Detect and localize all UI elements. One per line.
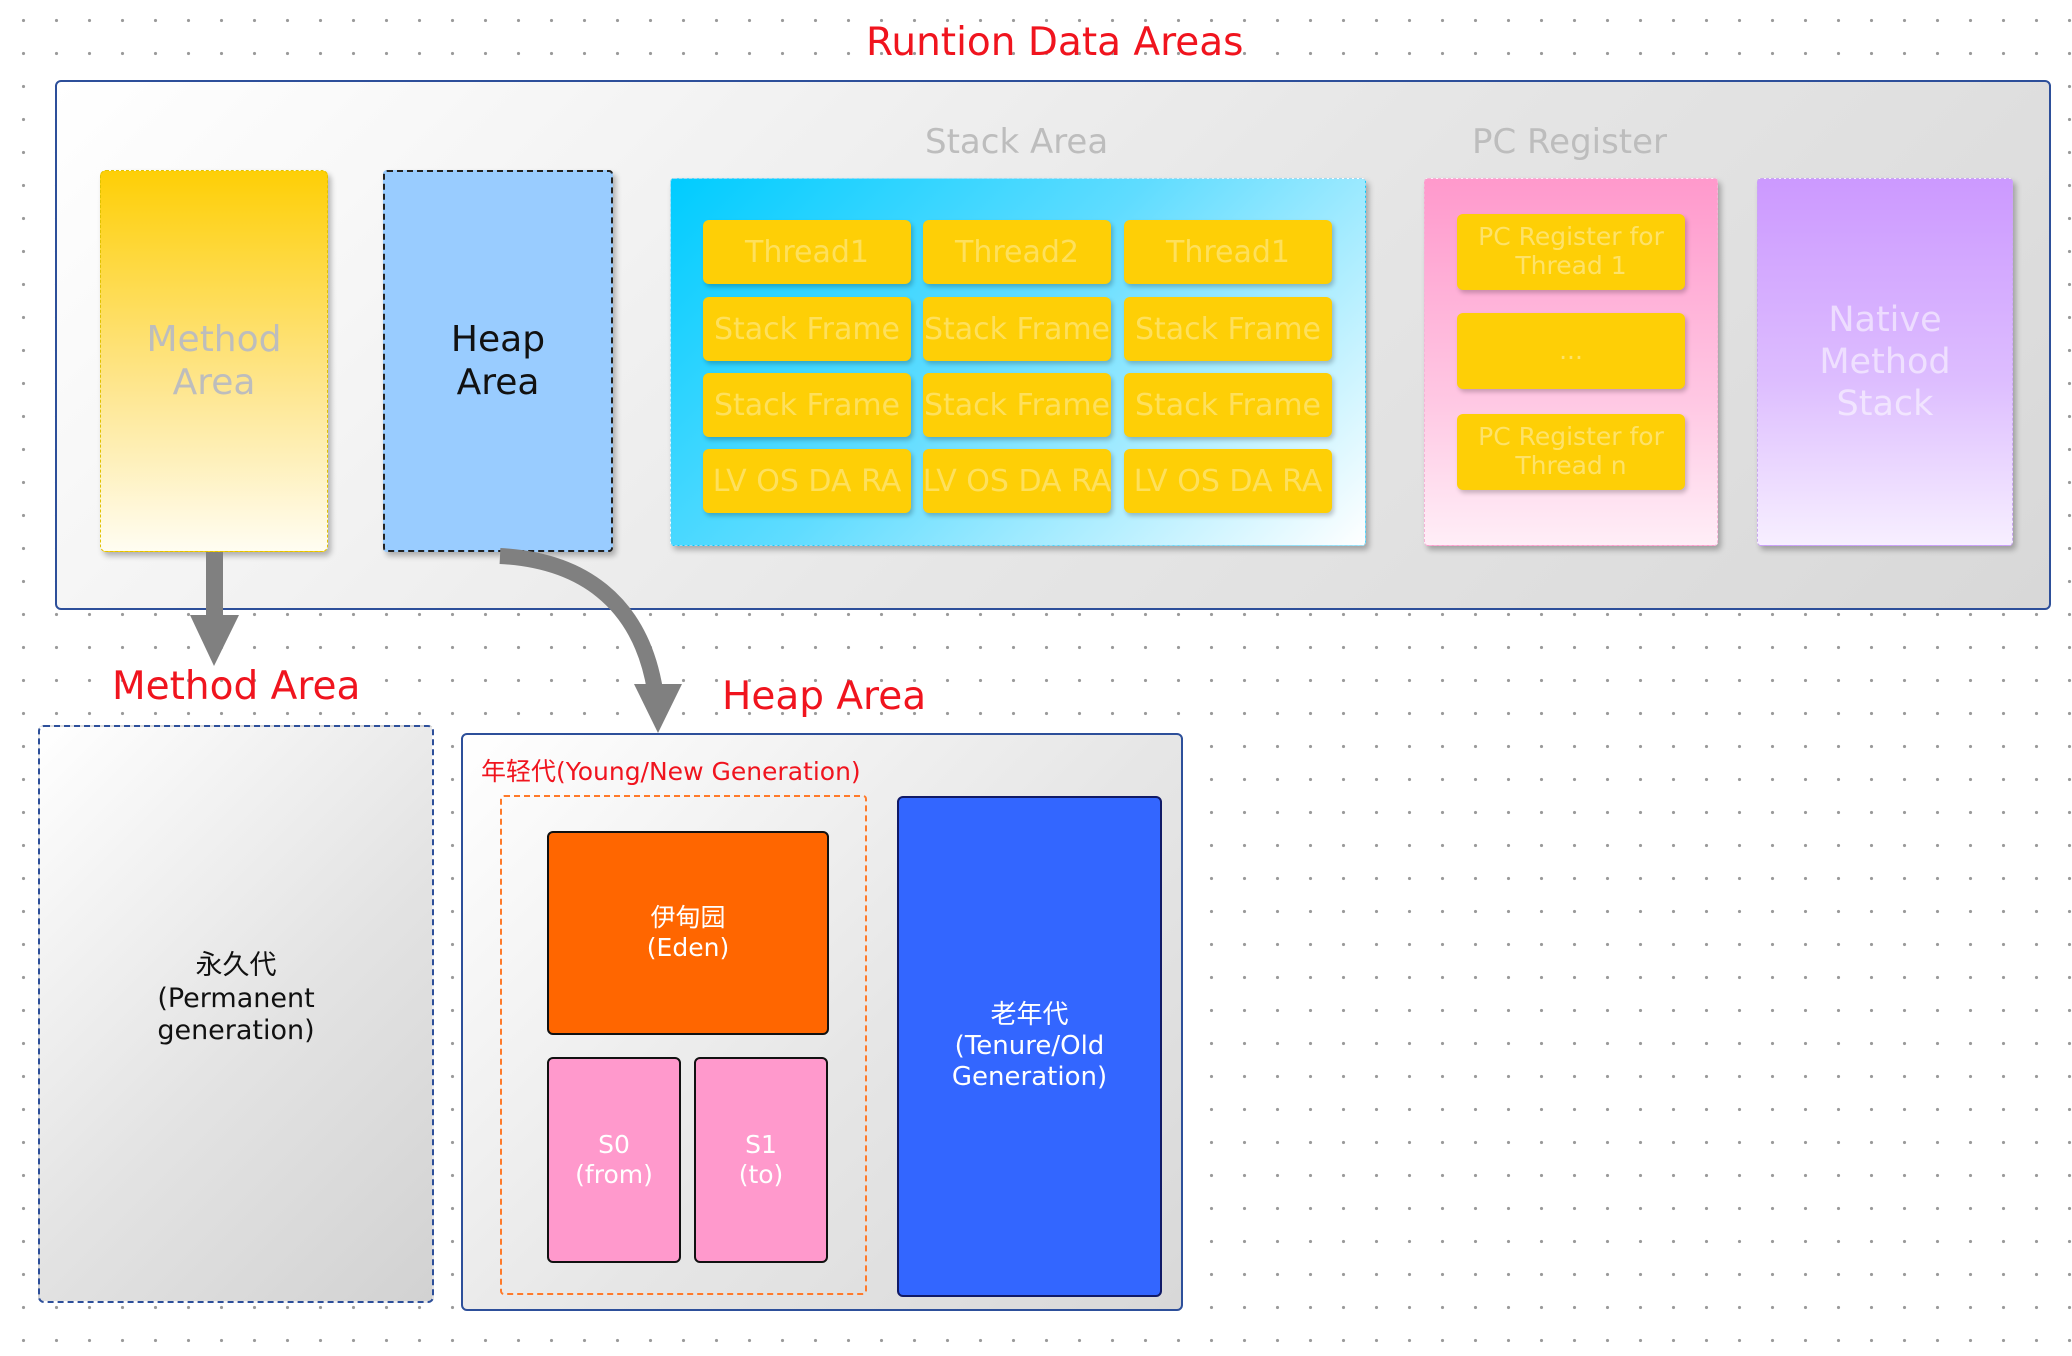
stack-cell: Stack Frame	[703, 297, 911, 361]
young-generation-label: 年轻代(Young/New Generation)	[481, 757, 861, 786]
pc-register-label: PC Register	[1472, 122, 1668, 162]
pc-register-cell: PC Register for Thread 1	[1457, 214, 1685, 290]
s0-box: S0 (from)	[547, 1057, 681, 1263]
native-method-stack-label: Native Method Stack	[1819, 300, 1951, 424]
method-area-down-arrow	[190, 552, 239, 666]
stack-area-label: Stack Area	[925, 122, 1109, 162]
native-method-stack-box: Native Method Stack	[1757, 178, 2013, 546]
stack-cell: LV OS DA RA	[923, 449, 1111, 513]
stack-cell: Thread1	[1124, 220, 1332, 284]
stack-cell: LV OS DA RA	[703, 449, 911, 513]
runtime-method-area-label: Method Area	[146, 318, 282, 403]
s1-label: S1 (to)	[738, 1130, 784, 1189]
permanent-generation-label: 永久代 (Permanent generation)	[157, 950, 315, 1047]
stack-cell: Thread2	[923, 220, 1111, 284]
stack-cell: Stack Frame	[703, 373, 911, 437]
runtime-heap-area-box: Heap Area	[383, 170, 613, 552]
pc-register-cell: ...	[1457, 313, 1685, 389]
runtime-heap-area-label: Heap Area	[450, 318, 546, 403]
permanent-generation-box: 永久代 (Permanent generation)	[38, 725, 434, 1303]
pc-register-cell: PC Register for Thread n	[1457, 414, 1685, 490]
runtime-data-areas-title: Runtion Data Areas	[866, 20, 1244, 65]
runtime-method-area-box: Method Area	[100, 170, 328, 552]
old-generation-box: 老年代 (Tenure/Old Generation)	[897, 796, 1162, 1297]
heap-area-title: Heap Area	[722, 674, 927, 719]
stack-cell: Stack Frame	[923, 297, 1111, 361]
old-generation-label: 老年代 (Tenure/Old Generation)	[951, 999, 1108, 1093]
eden-box: 伊甸园 (Eden)	[547, 831, 829, 1035]
young-generation-container	[500, 795, 867, 1295]
heap-area-curved-arrow	[499, 548, 682, 733]
stack-cell: Stack Frame	[923, 373, 1111, 437]
eden-label: 伊甸园 (Eden)	[646, 903, 730, 962]
s1-box: S1 (to)	[694, 1057, 828, 1263]
stack-cell: Stack Frame	[1124, 297, 1332, 361]
stack-cell: Stack Frame	[1124, 373, 1332, 437]
stack-cell: LV OS DA RA	[1124, 449, 1332, 513]
stack-cell: Thread1	[703, 220, 911, 284]
s0-label: S0 (from)	[575, 1130, 653, 1189]
method-area-title: Method Area	[112, 664, 361, 709]
